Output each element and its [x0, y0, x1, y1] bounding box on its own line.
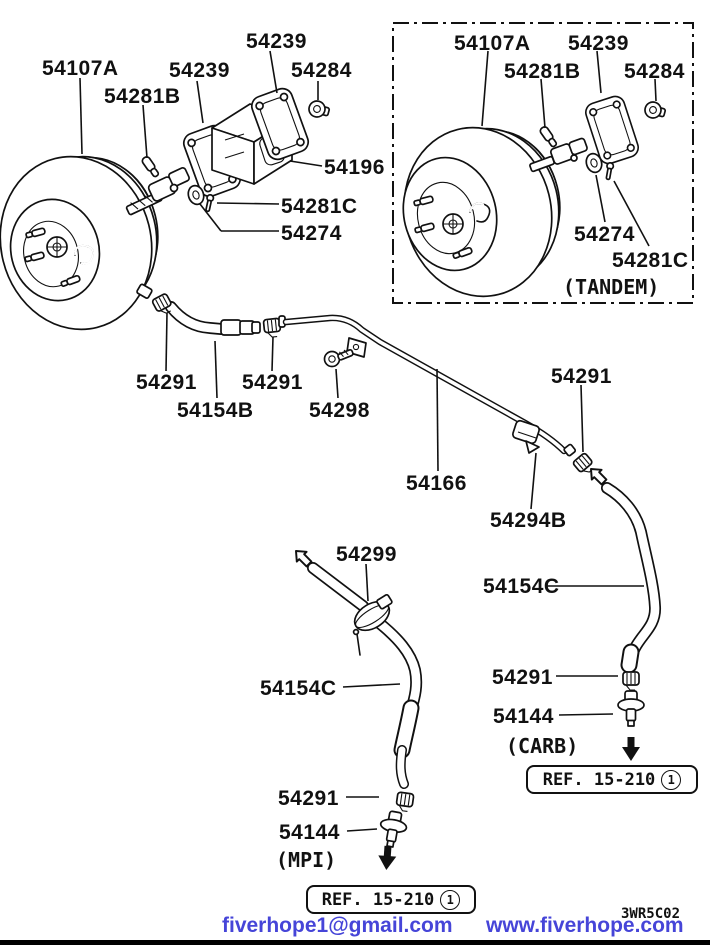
ref-text-mpi: REF. 15-210 [321, 889, 435, 910]
part-label-54284-main: 54284 [291, 59, 352, 82]
part-label-54284-tandem: 54284 [624, 60, 685, 83]
bottom-black-bar [0, 940, 710, 945]
part-label-54154C-mpi: 54154C [260, 677, 337, 700]
hose-54154B [165, 301, 261, 336]
part-label-54281C-tandem: 54281C [612, 249, 689, 272]
footer-email-link[interactable]: fiverhope1@gmail.com [222, 914, 453, 937]
clip-54294B [511, 419, 541, 454]
down-arrow-carb [622, 737, 640, 761]
part-label-54294B: 54294B [490, 509, 567, 532]
part-label-54166: 54166 [406, 472, 467, 495]
ref-circled-number-carb: 1 [661, 769, 682, 790]
part-label-54154C-carb: 54154C [483, 575, 560, 598]
ref-circled-number-mpi: 1 [440, 889, 461, 910]
part-label-54144-carb: 54144 [493, 705, 554, 728]
pin-54281C-tandem [603, 161, 615, 181]
part-label-54291-mpi: 54291 [278, 787, 339, 810]
part-label-54281C-main: 54281C [281, 195, 358, 218]
ref-text-carb: REF. 15-210 [542, 769, 656, 790]
part-label-54154B: 54154B [177, 399, 254, 422]
part-label-54107A-tandem: 54107A [454, 32, 531, 55]
down-arrow-mpi [377, 845, 397, 871]
bolt-54281B-tandem [538, 124, 560, 149]
clamp-54299 [352, 593, 393, 656]
clamp-54291-carb [622, 671, 640, 691]
part-label-54291-b: 54291 [242, 371, 303, 394]
part-label-54239-inner: 54239 [169, 59, 230, 82]
part-label-54291-c: 54291 [551, 365, 612, 388]
pin-54281C-main [203, 193, 215, 213]
footer-website-link[interactable]: www.fiverhope.com [486, 914, 684, 937]
part-label-54274-tandem: 54274 [574, 223, 635, 246]
part-label-54299: 54299 [336, 543, 397, 566]
hose-54154C-mpi [307, 562, 423, 789]
part-label-54281B-tandem: 54281B [504, 60, 581, 83]
drawing-code: 3WR5C02 [621, 906, 681, 922]
fitting-54144-mpi [376, 808, 410, 850]
bolt-54298 [323, 348, 354, 368]
part-label-54291-a: 54291 [136, 371, 197, 394]
part-label-54196: 54196 [324, 156, 385, 179]
part-label-54291-carb: 54291 [492, 666, 553, 689]
nut-54284-main [306, 98, 332, 121]
check-valve-main [136, 283, 153, 299]
brake-booster-main [0, 155, 159, 331]
pushrod-clevis-main [125, 166, 190, 216]
mpi-caption: (MPI) [276, 848, 337, 872]
part-label-54239-tandem: 54239 [568, 32, 629, 55]
part-label-54298: 54298 [309, 399, 370, 422]
brake-booster-tandem [402, 126, 561, 298]
leader-lines [79, 50, 657, 832]
part-label-54239-outer: 54239 [246, 30, 307, 53]
part-label-54274-main: 54274 [281, 222, 342, 245]
clamp-54291-mpi [394, 791, 415, 813]
part-label-54281B-main: 54281B [104, 85, 181, 108]
nut-54284-tandem [642, 99, 668, 122]
carb-caption: (CARB) [506, 734, 579, 758]
tandem-caption: (TANDEM) [563, 275, 660, 299]
part-label-54107A-main: 54107A [42, 57, 119, 80]
bolt-54281B-main [140, 154, 162, 179]
fitting-54144-carb [617, 690, 645, 727]
tandem-inset-border [392, 22, 694, 304]
hose-54154C-carb [601, 482, 661, 674]
flow-arrow-carb [590, 468, 608, 486]
part-label-54144-mpi: 54144 [279, 821, 340, 844]
pushrod-clevis-tandem [529, 137, 588, 173]
